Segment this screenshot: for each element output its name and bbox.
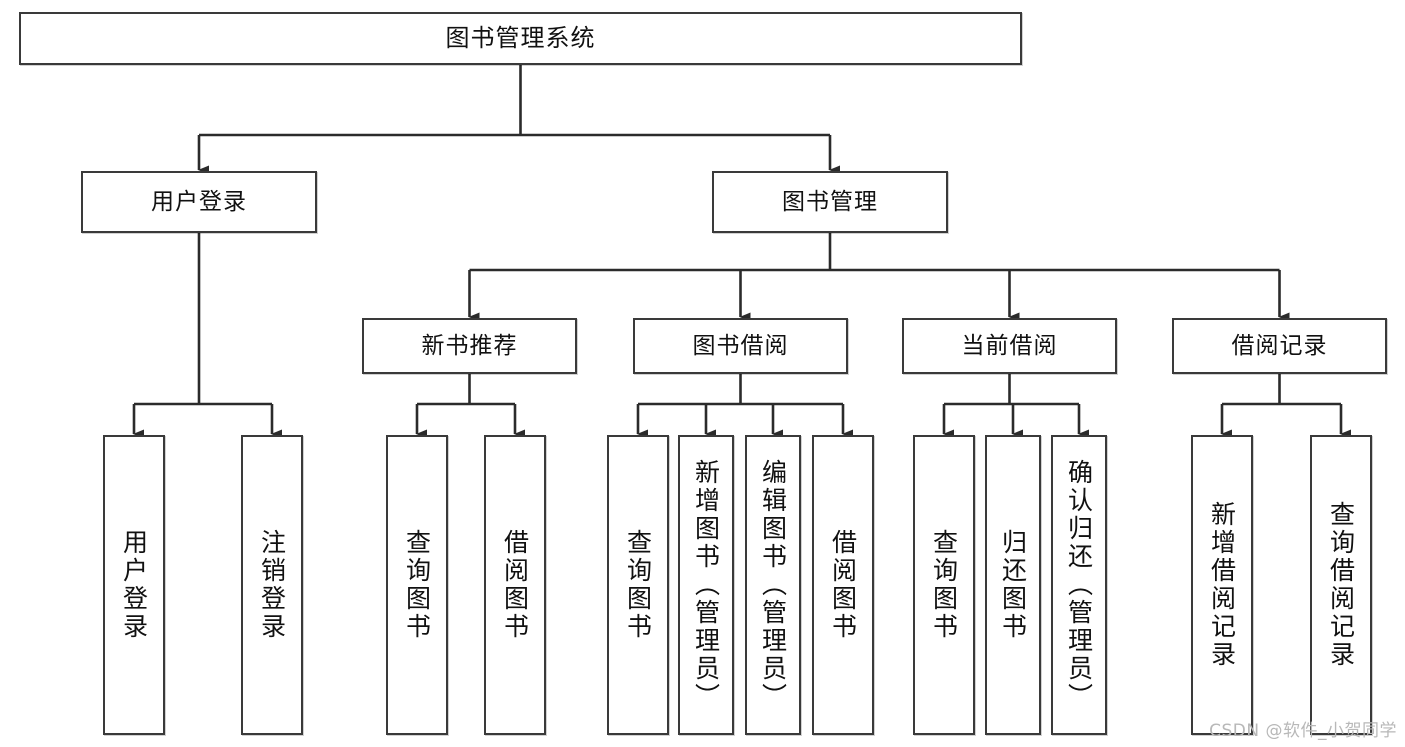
node-leaf-borrow-book-1[interactable]: 借阅图书 bbox=[484, 435, 546, 735]
node-user-login[interactable]: 用户登录 bbox=[81, 171, 317, 233]
node-book-manage[interactable]: 图书管理 bbox=[712, 171, 948, 233]
node-leaf-confirm-return[interactable]: 确认归还（管理员） bbox=[1051, 435, 1107, 735]
csdn-watermark: CSDN @软件_小贺同学 bbox=[1209, 721, 1397, 741]
node-label-leaf-borrow-book-1: 借阅图书 bbox=[500, 529, 530, 641]
node-root[interactable]: 图书管理系统 bbox=[19, 12, 1022, 65]
node-leaf-user-login[interactable]: 用户登录 bbox=[103, 435, 165, 735]
node-label-leaf-add-record: 新增借阅记录 bbox=[1207, 501, 1237, 669]
node-book-borrow[interactable]: 图书借阅 bbox=[633, 318, 848, 374]
node-label-user-login: 用户登录 bbox=[151, 188, 247, 215]
node-label-leaf-edit-book: 编辑图书（管理员） bbox=[758, 459, 788, 711]
node-current-borrow[interactable]: 当前借阅 bbox=[902, 318, 1117, 374]
node-label-new-book-rec: 新书推荐 bbox=[421, 332, 518, 359]
node-label-leaf-borrow-book-2: 借阅图书 bbox=[828, 529, 858, 641]
node-leaf-borrow-book-2[interactable]: 借阅图书 bbox=[812, 435, 874, 735]
node-label-current-borrow: 当前借阅 bbox=[961, 332, 1058, 359]
node-leaf-add-book[interactable]: 新增图书（管理员） bbox=[678, 435, 734, 735]
node-leaf-query-book-3[interactable]: 查询图书 bbox=[913, 435, 975, 735]
node-leaf-query-book-2[interactable]: 查询图书 bbox=[607, 435, 669, 735]
node-label-leaf-return-book: 归还图书 bbox=[998, 529, 1028, 641]
node-label-leaf-query-book-3: 查询图书 bbox=[929, 529, 959, 641]
node-label-leaf-query-record: 查询借阅记录 bbox=[1326, 501, 1356, 669]
node-leaf-add-record[interactable]: 新增借阅记录 bbox=[1191, 435, 1253, 735]
node-leaf-return-book[interactable]: 归还图书 bbox=[985, 435, 1041, 735]
node-label-root: 图书管理系统 bbox=[445, 23, 596, 52]
node-new-book-rec[interactable]: 新书推荐 bbox=[362, 318, 577, 374]
node-label-leaf-user-login: 用户登录 bbox=[119, 529, 149, 641]
node-leaf-edit-book[interactable]: 编辑图书（管理员） bbox=[745, 435, 801, 735]
node-label-leaf-logout: 注销登录 bbox=[257, 529, 287, 641]
node-label-leaf-confirm-return: 确认归还（管理员） bbox=[1064, 459, 1094, 711]
node-borrow-record[interactable]: 借阅记录 bbox=[1172, 318, 1387, 374]
node-label-leaf-query-book-2: 查询图书 bbox=[623, 529, 653, 641]
node-label-book-borrow: 图书借阅 bbox=[692, 332, 789, 359]
node-label-book-manage: 图书管理 bbox=[782, 188, 878, 215]
node-label-leaf-add-book: 新增图书（管理员） bbox=[691, 459, 721, 711]
node-leaf-logout[interactable]: 注销登录 bbox=[241, 435, 303, 735]
node-leaf-query-record[interactable]: 查询借阅记录 bbox=[1310, 435, 1372, 735]
node-label-borrow-record: 借阅记录 bbox=[1231, 332, 1328, 359]
node-leaf-query-book-1[interactable]: 查询图书 bbox=[386, 435, 448, 735]
node-label-leaf-query-book-1: 查询图书 bbox=[402, 529, 432, 641]
